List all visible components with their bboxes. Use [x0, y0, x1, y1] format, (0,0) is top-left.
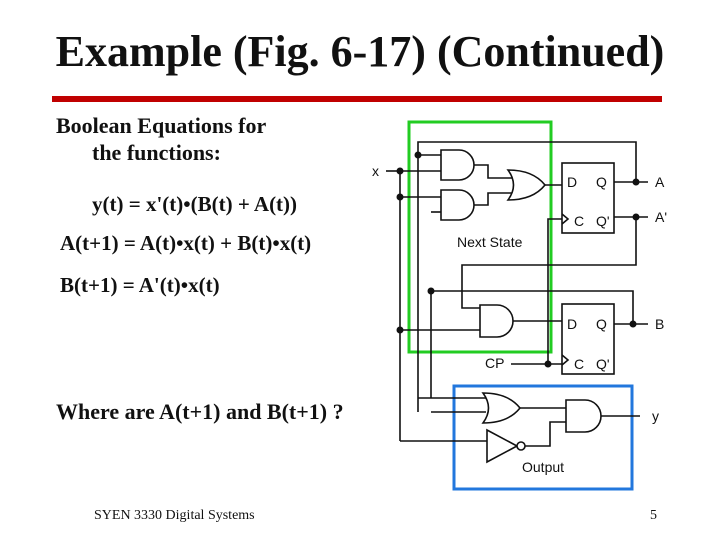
label-output: Output: [522, 459, 564, 475]
ff-b-qn: Q': [596, 356, 610, 372]
wire-a-feedback: [417, 141, 637, 182]
label-cp: CP: [485, 355, 504, 371]
wire-and1-or: [474, 164, 512, 179]
label-a-prime: A': [655, 209, 667, 225]
ff-a-c: C: [574, 213, 584, 229]
junction-dots: [396, 151, 640, 368]
wire-and2-or: [474, 192, 512, 206]
or-gate-2: [481, 392, 522, 424]
footer-course: SYEN 3330 Digital Systems: [94, 508, 255, 523]
flip-flop-b: [561, 303, 615, 375]
ff-b-clock-mark: [561, 354, 570, 366]
equation-b-next: B(t+1) = A'(t)•x(t): [60, 273, 220, 297]
and-gate-4: [565, 399, 602, 433]
ff-b-c: C: [574, 356, 584, 372]
ff-a-q: Q: [596, 174, 607, 190]
heading-line-1: Boolean Equations for: [56, 113, 267, 138]
output-highlight-box: [452, 384, 634, 491]
question-text: Where are A(t+1) and B(t+1) ?: [56, 399, 344, 424]
footer-page-number: 5: [650, 508, 657, 523]
inverter-bubble: [516, 441, 526, 451]
title-underline: [52, 96, 662, 102]
ff-a-clock-mark: [561, 213, 570, 225]
ff-b-d: D: [567, 316, 577, 332]
and-gate-2: [440, 189, 475, 221]
or-gate-1: [506, 169, 547, 201]
heading-line-2: the functions:: [92, 140, 221, 165]
slide-title: Example (Fig. 6-17) (Continued): [55, 27, 665, 76]
label-x: x: [372, 163, 379, 179]
label-next-state: Next State: [457, 234, 523, 250]
wire-b-feedback: [431, 290, 634, 324]
ff-b-q: Q: [596, 316, 607, 332]
wire-clock-a: [547, 218, 562, 364]
and-gate-3: [479, 304, 514, 338]
label-b: B: [655, 316, 664, 332]
wire-aprime-feedback: [461, 217, 637, 309]
next-state-highlight-box: [407, 120, 553, 354]
equation-y: y(t) = x'(t)•(B(t) + A(t)): [92, 192, 298, 216]
label-y: y: [652, 408, 659, 424]
wire-inv-and4: [525, 421, 566, 447]
ff-a-d: D: [567, 174, 577, 190]
ff-a-qn: Q': [596, 213, 610, 229]
inverter: [486, 428, 519, 464]
flip-flop-a: [561, 162, 615, 234]
and-gate-1: [440, 149, 475, 181]
equation-a-next: A(t+1) = A(t)•x(t) + B(t)•x(t): [60, 231, 312, 255]
label-a: A: [655, 174, 665, 190]
